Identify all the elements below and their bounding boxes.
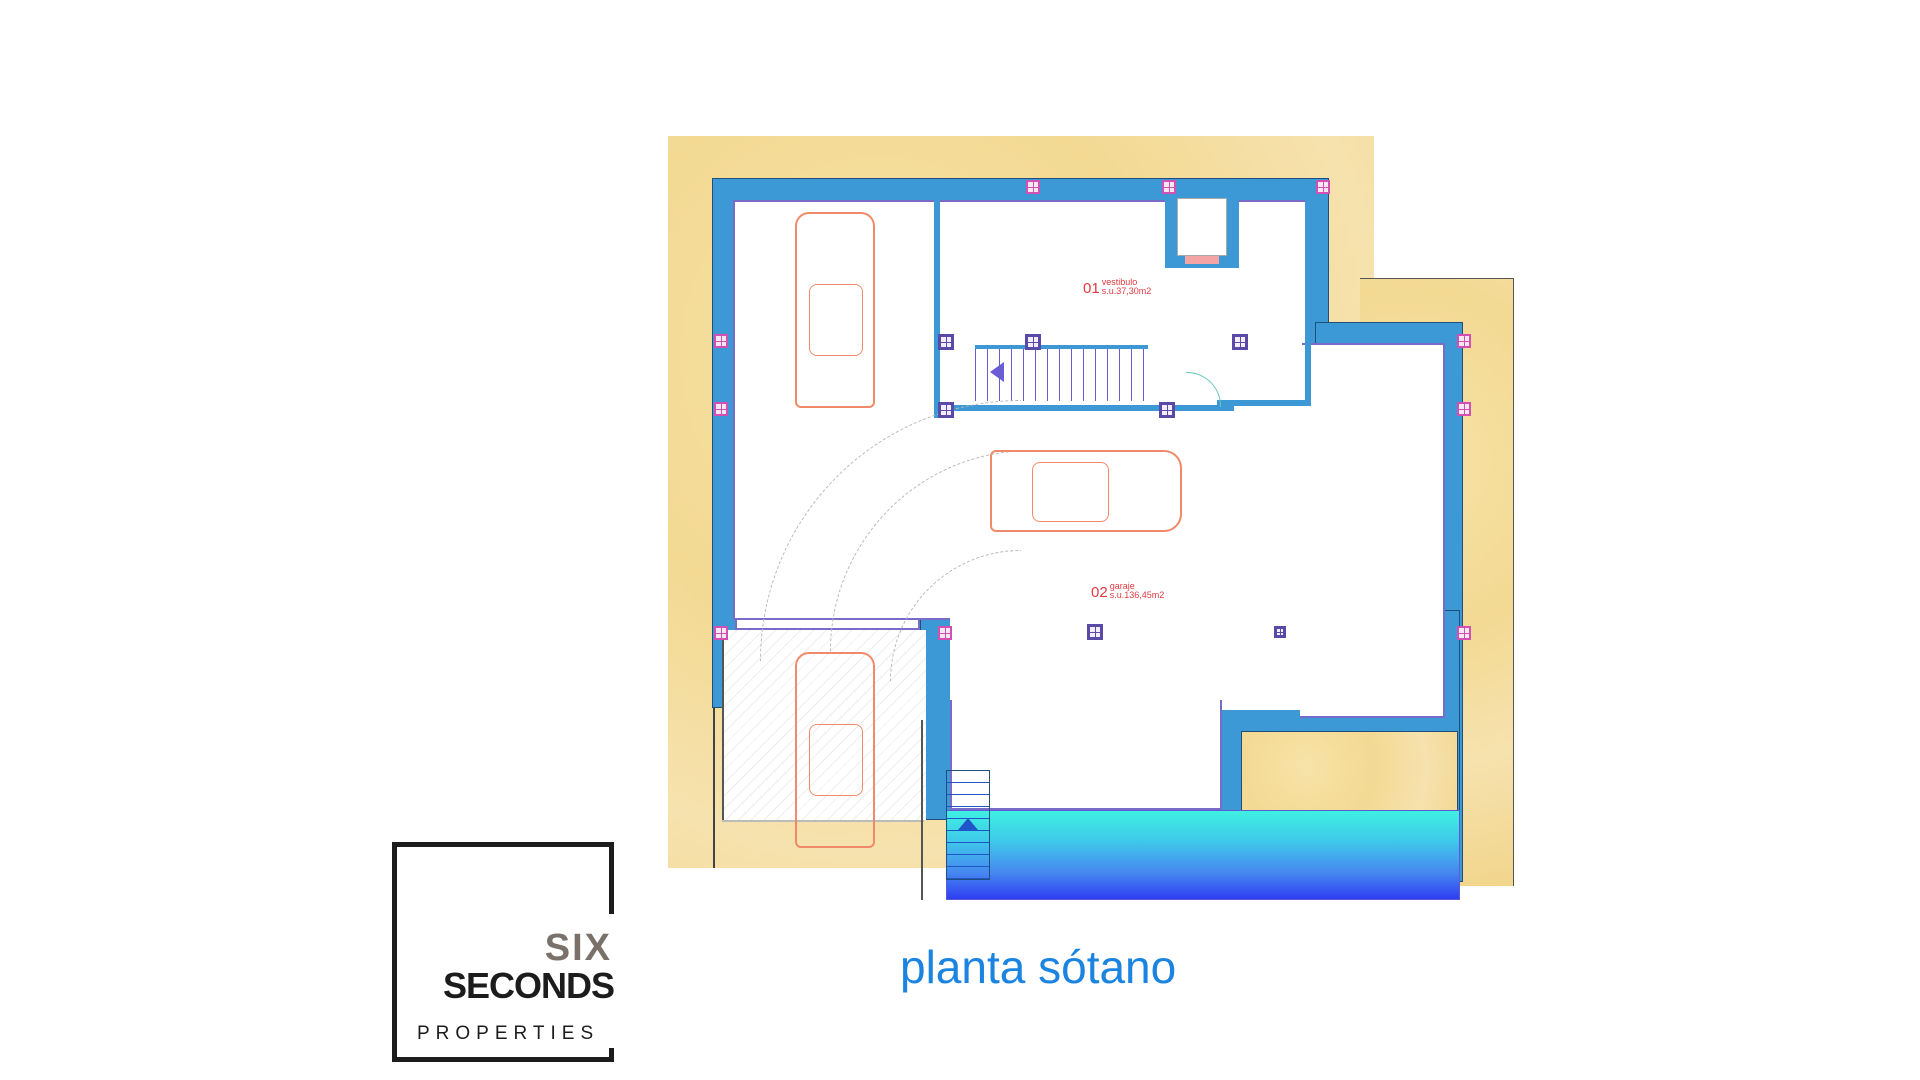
pillar — [1087, 624, 1103, 640]
vestibule-wall-bottom-right — [1217, 400, 1311, 406]
pillar — [1232, 334, 1248, 350]
ramp-edge-line — [722, 820, 924, 822]
column — [938, 626, 952, 640]
pillar — [1274, 626, 1286, 638]
room-area: s.u.37,30m2 — [1101, 286, 1152, 296]
logo-line-six: SIX — [544, 927, 612, 969]
column — [1316, 180, 1330, 194]
pool — [946, 810, 1460, 900]
ramp-right-line — [921, 720, 923, 900]
terrain-line-left — [713, 705, 715, 868]
column — [1162, 180, 1176, 194]
garage-floor-bottom — [950, 700, 1222, 810]
logo-line-properties: PROPERTIES — [417, 1023, 600, 1044]
logo-frame-right-top — [609, 842, 614, 914]
column — [714, 334, 728, 348]
car-parked-top-left — [795, 212, 875, 408]
garage-floor-right — [1300, 343, 1445, 718]
column — [1457, 402, 1471, 416]
room-number: 01 — [1083, 280, 1100, 297]
car-on-ramp — [795, 652, 875, 848]
pillar — [938, 402, 954, 418]
room-name: garaje — [1109, 581, 1135, 591]
pool-steps-arrow-icon — [958, 818, 978, 830]
company-logo: SIX SECONDS PROPERTIES — [392, 842, 615, 1062]
vestibule-wall-bottom — [934, 405, 1234, 411]
vestibule-wall-right — [1305, 200, 1311, 405]
logo-frame-right-bottom — [609, 1048, 614, 1062]
column — [1457, 334, 1471, 348]
lift-cabin[interactable] — [1177, 198, 1227, 256]
pool-steps[interactable] — [946, 770, 990, 880]
pillar — [938, 334, 954, 350]
room-number: 02 — [1091, 584, 1108, 601]
column — [1026, 180, 1040, 194]
room-area: s.u.136,45m2 — [1109, 590, 1165, 600]
room-label-garaje: 02 garaje s.u.136,45m2 — [1091, 581, 1165, 601]
pillar — [1025, 334, 1041, 350]
column — [714, 626, 728, 640]
plan-title: planta sótano — [900, 941, 1177, 993]
stair-direction-arrow-icon — [990, 362, 1004, 382]
room-label-vestibulo: 01 vestibulo s.u.37,30m2 — [1083, 277, 1152, 297]
column — [1457, 626, 1471, 640]
room-name: vestibulo — [1101, 277, 1138, 287]
pillar — [1159, 402, 1175, 418]
car-maneuvering-center — [990, 450, 1182, 532]
vestibule-wall-left — [934, 200, 940, 418]
lift-door — [1185, 256, 1219, 264]
logo-line-seconds: SECONDS — [442, 965, 615, 1006]
column — [714, 402, 728, 416]
